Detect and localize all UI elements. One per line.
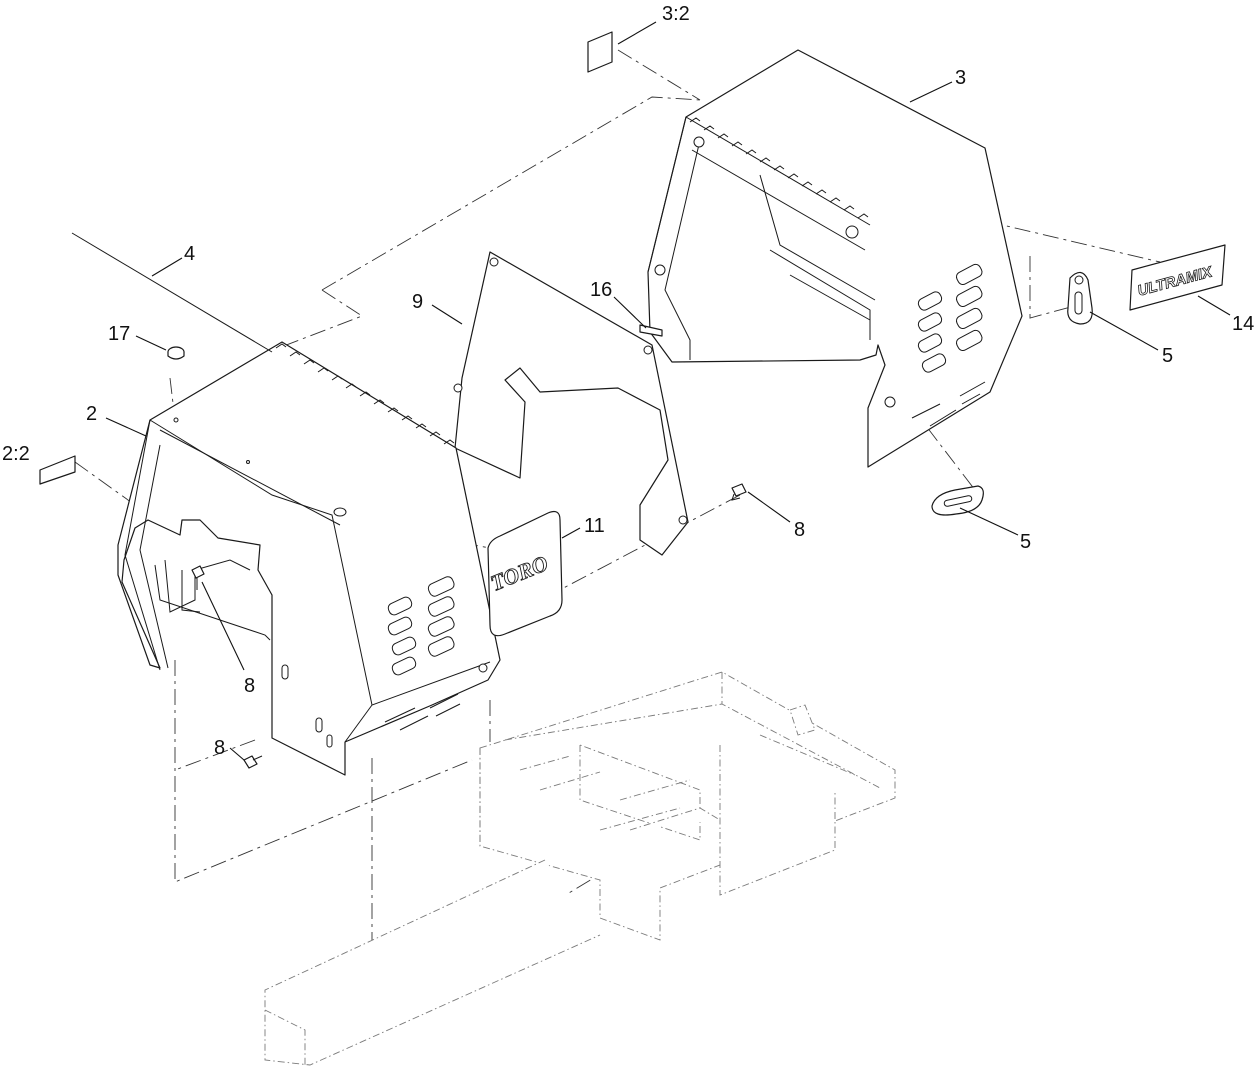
latch-5-upper: [1067, 271, 1093, 325]
decal-ultramix-14: ULTRAMIX: [1129, 244, 1226, 311]
machine-frame: [264, 671, 896, 1066]
callout-14: 14: [1232, 313, 1254, 335]
callout-labels: 3:2 3 4 9 16 14 5 5 17 2 2:2 11 8 8 8: [2, 3, 1254, 759]
callout-4: 4: [184, 243, 195, 265]
callout-9: 9: [412, 291, 423, 313]
divider-panel: [453, 251, 689, 556]
callout-17: 17: [108, 323, 130, 345]
rear-hood: [647, 49, 1023, 468]
callout-2: 2: [86, 403, 97, 425]
decal-toro-11: TORO: [486, 510, 563, 637]
screw-8-lower: [243, 755, 263, 769]
latch-5-lower: [931, 485, 984, 516]
callout-8-upper: 8: [794, 519, 805, 541]
knob-17: [167, 346, 185, 360]
callout-2-2: 2:2: [2, 443, 30, 465]
front-hood-hinge: [275, 343, 455, 445]
callout-3-2: 3:2: [662, 3, 690, 25]
front-hood-vents: [387, 576, 455, 676]
screw-8-upper: [731, 483, 747, 501]
hinge-rod: [71, 232, 273, 353]
leader-lines: [105, 21, 1231, 761]
screw-8-inner: [191, 565, 205, 590]
decal-3-2: [587, 31, 613, 73]
callout-5-upper: 5: [1162, 345, 1173, 367]
rear-hood-vents: [917, 263, 983, 373]
decal-2-2: [39, 455, 76, 485]
front-hood: [117, 341, 501, 776]
callout-8-lower: 8: [214, 737, 225, 759]
callout-5-lower: 5: [1020, 531, 1031, 553]
rear-hood-hinge: [689, 117, 869, 219]
callout-16: 16: [590, 279, 612, 301]
callout-11: 11: [584, 515, 605, 537]
callout-3: 3: [955, 67, 966, 89]
callout-8-inner: 8: [244, 675, 255, 697]
